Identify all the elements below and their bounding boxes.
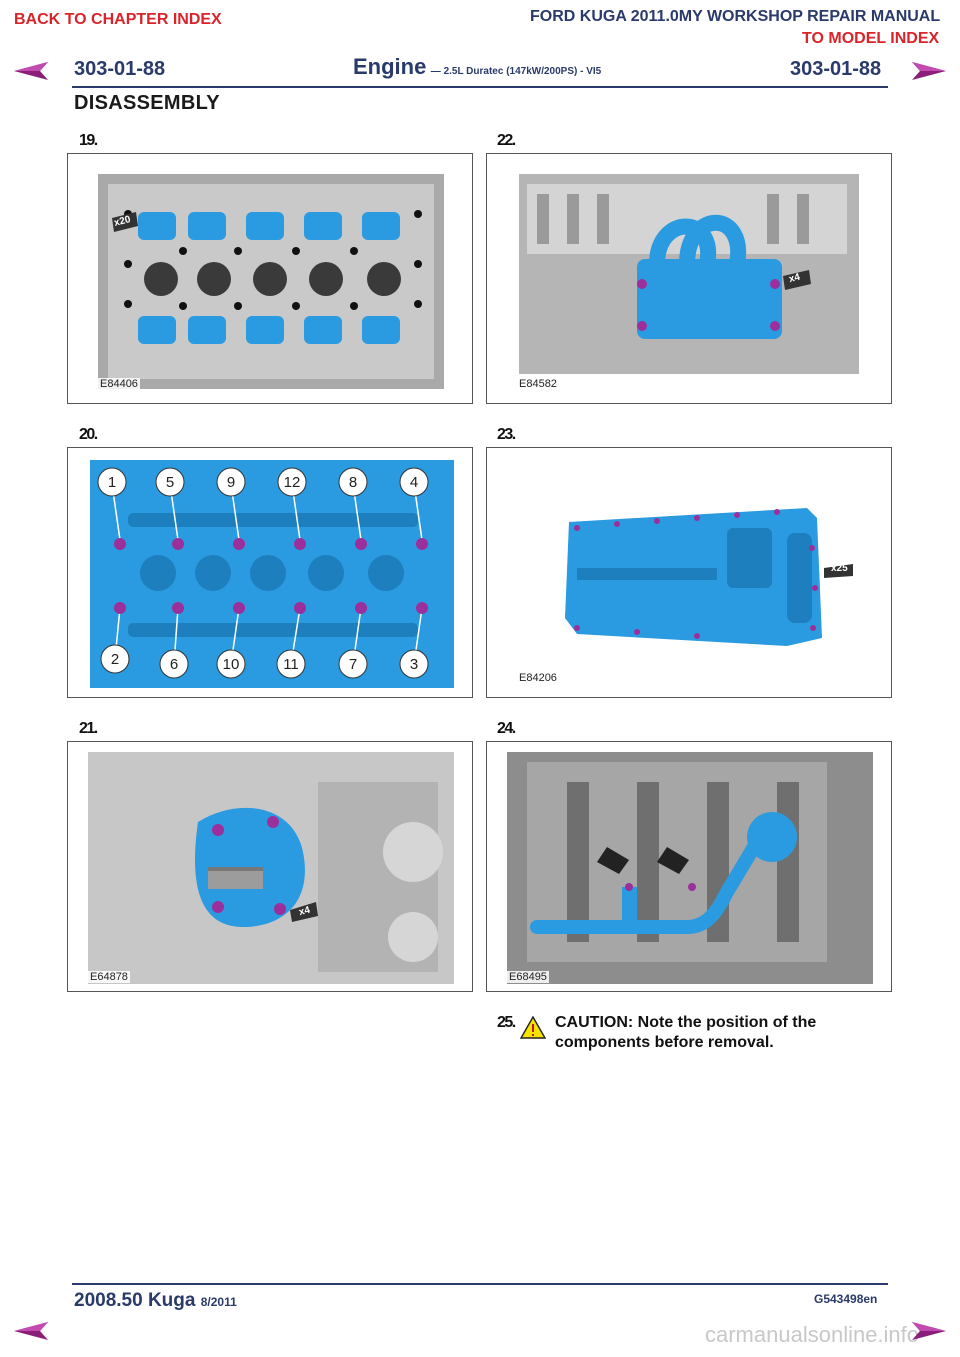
caution-text: CAUTION: Note the position of the compon…	[555, 1013, 816, 1053]
footer-rule	[72, 1283, 888, 1285]
section-title: Engine	[353, 54, 427, 79]
footer-date: 8/2011	[200, 1295, 237, 1309]
figure-oil-cooler: x4 E84582	[486, 153, 892, 404]
manual-title: FORD KUGA 2011.0MY WORKSHOP REPAIR MANUA…	[530, 8, 941, 25]
previous-page-arrow-icon[interactable]	[12, 60, 50, 82]
step-number-21: 21.	[79, 720, 98, 737]
watermark: carmanualsonline.info	[705, 1322, 920, 1347]
header-rule	[72, 86, 888, 88]
previous-page-arrow-icon[interactable]	[12, 1320, 50, 1342]
sequence-label: 2	[110, 651, 120, 668]
caution-line-1: CAUTION: Note the position of the	[555, 1014, 817, 1031]
sequence-label: 4	[409, 474, 419, 491]
next-page-arrow-icon[interactable]	[910, 60, 948, 82]
step-number-22: 22.	[497, 132, 516, 149]
figure-oil-pump: x4 E64878	[67, 741, 473, 992]
next-page-arrow-icon[interactable]	[910, 1320, 948, 1342]
callout-quantity: x25	[831, 563, 848, 574]
sequence-label: 10	[222, 656, 240, 673]
footer-code: G543498en	[814, 1292, 878, 1306]
sequence-label: 1	[107, 474, 117, 491]
figure-code: E84206	[517, 672, 559, 684]
section-title-group: Engine — 2.5L Duratec (147kW/200PS) - VI…	[353, 54, 601, 80]
caution-line-2: components before removal.	[555, 1034, 774, 1051]
figure-code: E68495	[507, 971, 549, 983]
sequence-label: 3	[409, 656, 419, 673]
step-number-25: 25.	[497, 1014, 516, 1031]
figure-oil-pickup-tube: E68495	[486, 741, 892, 992]
footer-model-name: 2008.50 Kuga	[74, 1290, 196, 1311]
section-heading: DISASSEMBLY	[74, 92, 220, 114]
sequence-label: 5	[165, 474, 175, 491]
step-number-23: 23.	[497, 426, 516, 443]
step-number-20: 20.	[79, 426, 98, 443]
footer-model: 2008.50 Kuga 8/2011	[74, 1290, 237, 1312]
figure-cylinder-head-camshaft-caps: x20 E84406	[67, 153, 473, 404]
sequence-label: 8	[348, 474, 358, 491]
figure-oil-pan: x25 E84206	[486, 447, 892, 698]
sequence-label: 11	[283, 656, 299, 673]
figure-code: E64878	[88, 971, 130, 983]
sequence-label: 9	[226, 474, 236, 491]
sequence-label: 7	[348, 656, 358, 673]
figure-code: E84582	[517, 378, 559, 390]
figure-code: E84406	[98, 378, 140, 390]
back-to-chapter-index-link[interactable]: BACK TO CHAPTER INDEX	[14, 11, 222, 28]
to-model-index-link[interactable]: TO MODEL INDEX	[802, 30, 940, 47]
figure-cylinder-head-bolt-sequence: 1 5 9 12 8 4 2 6 10 11 7 3	[67, 447, 473, 698]
section-subtitle: — 2.5L Duratec (147kW/200PS) - VI5	[430, 66, 602, 77]
warning-icon	[520, 1016, 546, 1039]
step-number-19: 19.	[79, 132, 98, 149]
page-number-right: 303-01-88	[790, 58, 882, 80]
sequence-label: 6	[169, 656, 179, 673]
page-number-left: 303-01-88	[74, 58, 166, 80]
step-number-24: 24.	[497, 720, 516, 737]
sequence-label: 12	[283, 474, 301, 491]
